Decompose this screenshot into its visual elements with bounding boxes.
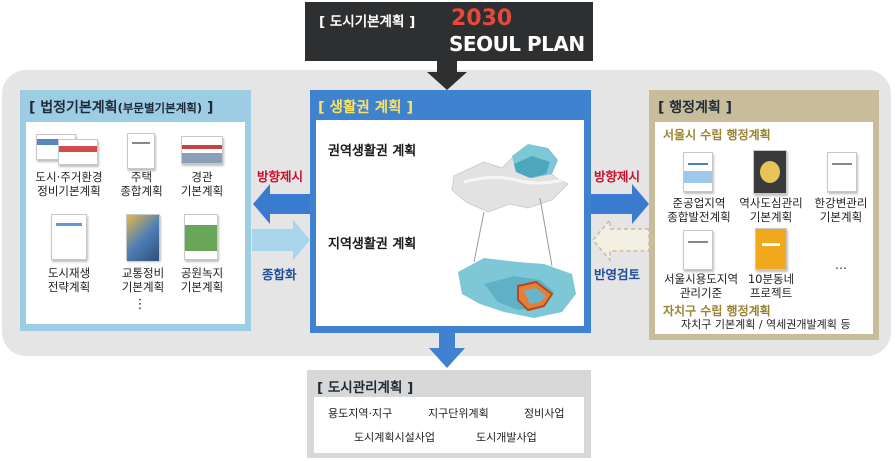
statutory-plans-title: [ 법정기본계획(부문별기본계획) ] — [29, 97, 213, 117]
management-item: 지구단위계획 — [428, 405, 489, 421]
doc-thumbnail — [127, 133, 155, 169]
doc-thumbnail — [827, 152, 857, 192]
urban-management-plan-title: [ 도시관리계획 ] — [317, 376, 413, 396]
living-zone-plan-panel: [ 생활권 계획 ] 권역생활권 계획 지역생활권 계획 — [310, 90, 591, 333]
district-plans-text: 자치구 기본계획 / 역세권개발계획 등 — [681, 318, 851, 332]
seoul-map-graphic — [444, 134, 584, 324]
doc-thumbnail — [683, 152, 713, 192]
statutory-title-main: [ 법정기본계획 — [29, 100, 118, 116]
arrow-down-top — [427, 60, 467, 90]
direction-label-right: 방향제시 — [594, 166, 640, 185]
doc-thumbnail — [683, 230, 713, 270]
direction-label-left: 방향제시 — [257, 166, 303, 185]
urban-management-plan-list: 용도지역·지구 지구단위계획 정비사업 도시계획시설사업 도시개발사업 — [314, 397, 584, 453]
doc-thumbnail — [126, 214, 160, 260]
review-label: 반영검토 — [594, 264, 640, 283]
arrow-to-left-panel — [253, 184, 310, 224]
synthesis-label: 종합화 — [262, 264, 297, 283]
management-item: 정비사업 — [524, 405, 564, 421]
doc-thumbnail — [755, 228, 787, 270]
statutory-title-sub: (부문별기본계획) — [118, 101, 203, 115]
management-item: 도시개발사업 — [476, 429, 537, 445]
arrow-to-center-from-right — [593, 220, 649, 260]
administrative-plans-title: [ 행정계획 ] — [658, 97, 732, 117]
management-item: 도시계획시설사업 — [354, 429, 435, 445]
more-indicator: … — [831, 258, 851, 272]
arrow-to-center-from-left — [252, 220, 310, 260]
regional-plan-label: 권역생활권 계획 — [328, 140, 416, 159]
local-plan-label: 지역생활권 계획 — [328, 233, 416, 252]
seoul-plans-heading: 서울시 수립 행정계획 — [663, 126, 771, 143]
arrow-to-right-panel — [591, 184, 649, 224]
management-item: 용도지역·지구 — [328, 405, 392, 421]
living-zone-plan-body: 권역생활권 계획 지역생활권 계획 — [316, 120, 584, 326]
arrow-down-bottom — [429, 333, 465, 368]
more-indicator: ⋮ — [130, 298, 150, 312]
doc-thumbnail — [753, 150, 787, 194]
statutory-title-end: ] — [202, 100, 213, 116]
district-plans-heading: 자치구 수립 행정계획 — [663, 302, 771, 319]
urban-management-plan-box: [ 도시관리계획 ] 용도지역·지구 지구단위계획 정비사업 도시계획시설사업 … — [307, 370, 591, 458]
living-zone-plan-title: [ 생활권 계획 ] — [318, 96, 413, 117]
doc-thumbnail — [51, 214, 87, 260]
doc-thumbnail — [181, 136, 223, 164]
doc-thumbnail — [58, 139, 98, 165]
doc-thumbnail — [184, 214, 218, 260]
